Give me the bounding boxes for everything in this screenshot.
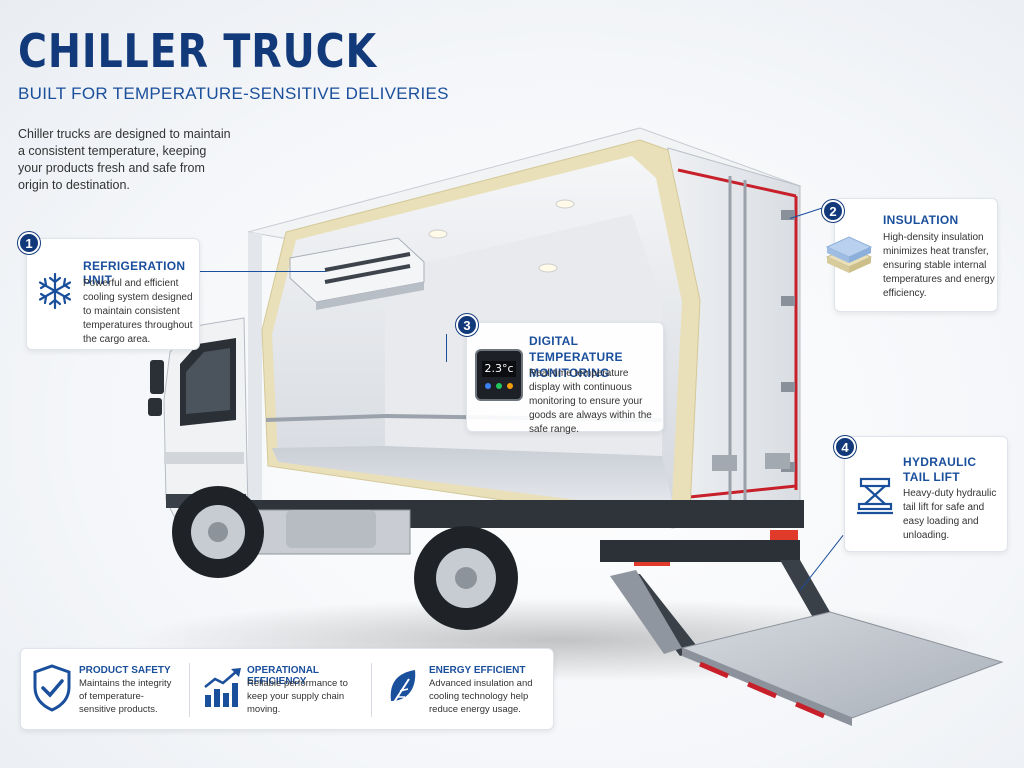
thermostat-reading: 2.3°c [482,361,516,377]
front-wheel [172,486,264,578]
features-bar: PRODUCT SAFETY Maintains the integrity o… [20,648,554,730]
callout-3-title: DIGITAL TEMPERATURE MONITORING [529,334,623,380]
feature-operational-efficiency: OPERATIONAL EFFICIENCY Reliable performa… [195,649,373,731]
feature-energy-efficient: ENERGY EFFICIENT Advanced insulation and… [377,649,553,731]
cargo-floor [272,446,672,508]
page-subtitle: BUILT FOR TEMPERATURE-SENSITIVE DELIVERI… [18,84,449,103]
feature-1-description: Maintains the integrity of temperature-s… [79,678,172,715]
snowflake-icon [35,271,75,311]
leader-line-1 [200,271,326,272]
refrigeration-unit [289,237,425,310]
side-mirror [150,360,164,394]
feature-2-description: Reliable performance to keep your supply… [247,678,348,715]
callout-hydraulic-tail-lift: HYDRAULIC TAIL LIFT Heavy-duty hydraulic… [844,436,1008,552]
leaf-icon [385,667,421,711]
box-left-wall [248,232,262,520]
callout-refrigeration-unit: REFRIGERATION UNIT Powerful and efficien… [26,238,200,350]
callout-4-title-line1: HYDRAULIC [903,455,977,469]
badge-3: 3 [456,314,478,336]
leader-line-3 [446,334,447,362]
page-title: CHILLER TRUCK [18,24,377,78]
feature-2-title: OPERATIONAL EFFICIENCY [247,665,319,687]
shield-check-icon [31,663,73,713]
rear-wheel [414,526,518,630]
feature-separator [189,663,190,717]
hydraulic-tail-lift [610,560,1004,726]
callout-1-description: Powerful and efficient cooling system de… [83,278,193,345]
feature-3-description: Advanced insulation and cooling technolo… [429,678,533,715]
callout-3-description: Real-time temperature display with conti… [529,368,652,435]
tail-lift-icon [855,475,895,515]
feature-1-title: PRODUCT SAFETY [79,665,171,676]
thermostat-display-icon: 2.3°c [475,349,523,401]
feature-separator [371,663,372,717]
callout-2-description: High-density insulation minimizes heat t… [883,232,995,299]
callout-digital-temperature-monitoring: 2.3°c DIGITAL TEMPERATURE MONITORING Rea… [466,322,664,435]
callout-4-title-line2: TAIL LIFT [903,470,960,484]
callout-4-description: Heavy-duty hydraulic tail lift for safe … [903,488,997,541]
callout-insulation: INSULATION High-density insulation minim… [825,198,998,312]
feature-3-title: ENERGY EFFICIENT [429,665,526,676]
badge-2: 2 [822,200,844,222]
badge-1: 1 [18,232,40,254]
growth-chart-icon [201,665,243,709]
badge-4: 4 [834,436,856,458]
callout-2-title: INSULATION [883,213,959,227]
insulation-layers-icon [819,233,879,281]
intro-text: Chiller trucks are designed to maintain … [18,127,231,192]
feature-product-safety: PRODUCT SAFETY Maintains the integrity o… [21,649,189,731]
callout-1-title: REFRIGERATION UNIT [83,259,186,287]
